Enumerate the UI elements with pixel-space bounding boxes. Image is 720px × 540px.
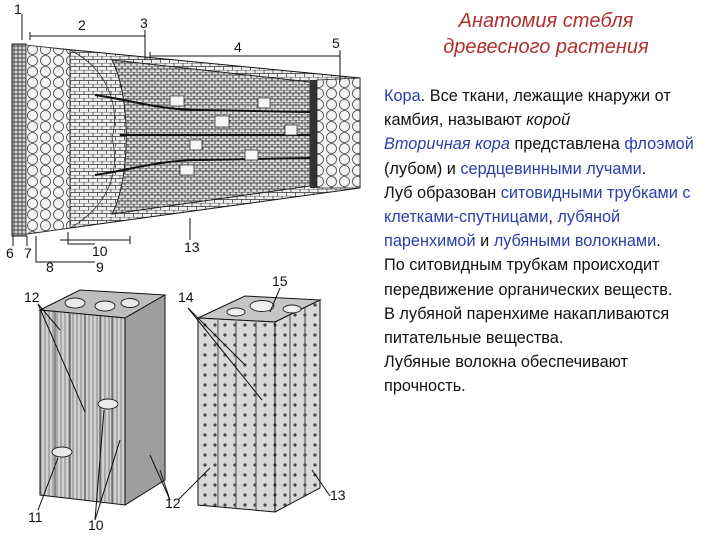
wood-layer — [316, 77, 361, 189]
label-2: 2 — [78, 17, 86, 33]
paragraph-sieve-tubes: По ситовидным трубкам происходит передви… — [384, 256, 673, 299]
label-13-lower: 13 — [330, 487, 346, 503]
label-15: 15 — [272, 273, 288, 289]
label-5: 5 — [332, 35, 340, 51]
paragraph-parenchyma: В лубяной паренхиме накапливаются питате… — [384, 304, 670, 348]
label-12-left: 12 — [24, 289, 40, 305]
sieve-tube-block-3d — [177, 287, 331, 513]
label-4: 4 — [234, 39, 242, 55]
label-3: 3 — [140, 15, 148, 31]
stem-anatomy-figure: 1 2 3 4 5 6 7 8 9 10 13 — [6, 1, 361, 533]
label-12-right: 12 — [165, 495, 181, 511]
label-10-lower: 10 — [88, 517, 104, 533]
slide-title: Анатомия стебля древесного растения — [384, 8, 708, 60]
paragraph-phloem: Луб образован ситовидными трубками с кле… — [384, 183, 691, 251]
sieve-tube-cells — [169, 95, 298, 176]
label-11: 11 — [28, 509, 43, 525]
title-line-2: древесного растения — [443, 36, 649, 58]
label-13: 13 — [184, 239, 200, 255]
stem-anatomy-illustration: 1 2 3 4 5 6 7 8 9 10 13 — [6, 1, 361, 533]
paragraph-secondary-bark: Вторичная кора представлена флоэмой (луб… — [384, 135, 694, 178]
periderm-layer — [11, 43, 27, 237]
label-6: 6 — [6, 245, 14, 261]
fiber-block-3d — [37, 289, 171, 521]
title-line-1: Анатомия стебля — [458, 10, 634, 32]
label-1: 1 — [14, 1, 22, 17]
primary-cortex — [25, 44, 71, 235]
label-10: 10 — [92, 243, 108, 259]
paragraph-bark: Кора. Все ткани, лежащие кнаружи от камб… — [384, 87, 671, 130]
label-9: 9 — [96, 259, 104, 275]
stem-cross-section — [11, 43, 361, 237]
label-14: 14 — [178, 289, 194, 305]
cambium-layer — [310, 80, 317, 188]
label-7: 7 — [24, 245, 32, 261]
description-text: Кора. Все ткани, лежащие кнаружи от камб… — [384, 84, 714, 399]
label-8: 8 — [46, 259, 54, 275]
paragraph-fibers: Лубяные волокна обеспечивают прочность. — [384, 353, 628, 396]
label-guides — [12, 14, 341, 263]
